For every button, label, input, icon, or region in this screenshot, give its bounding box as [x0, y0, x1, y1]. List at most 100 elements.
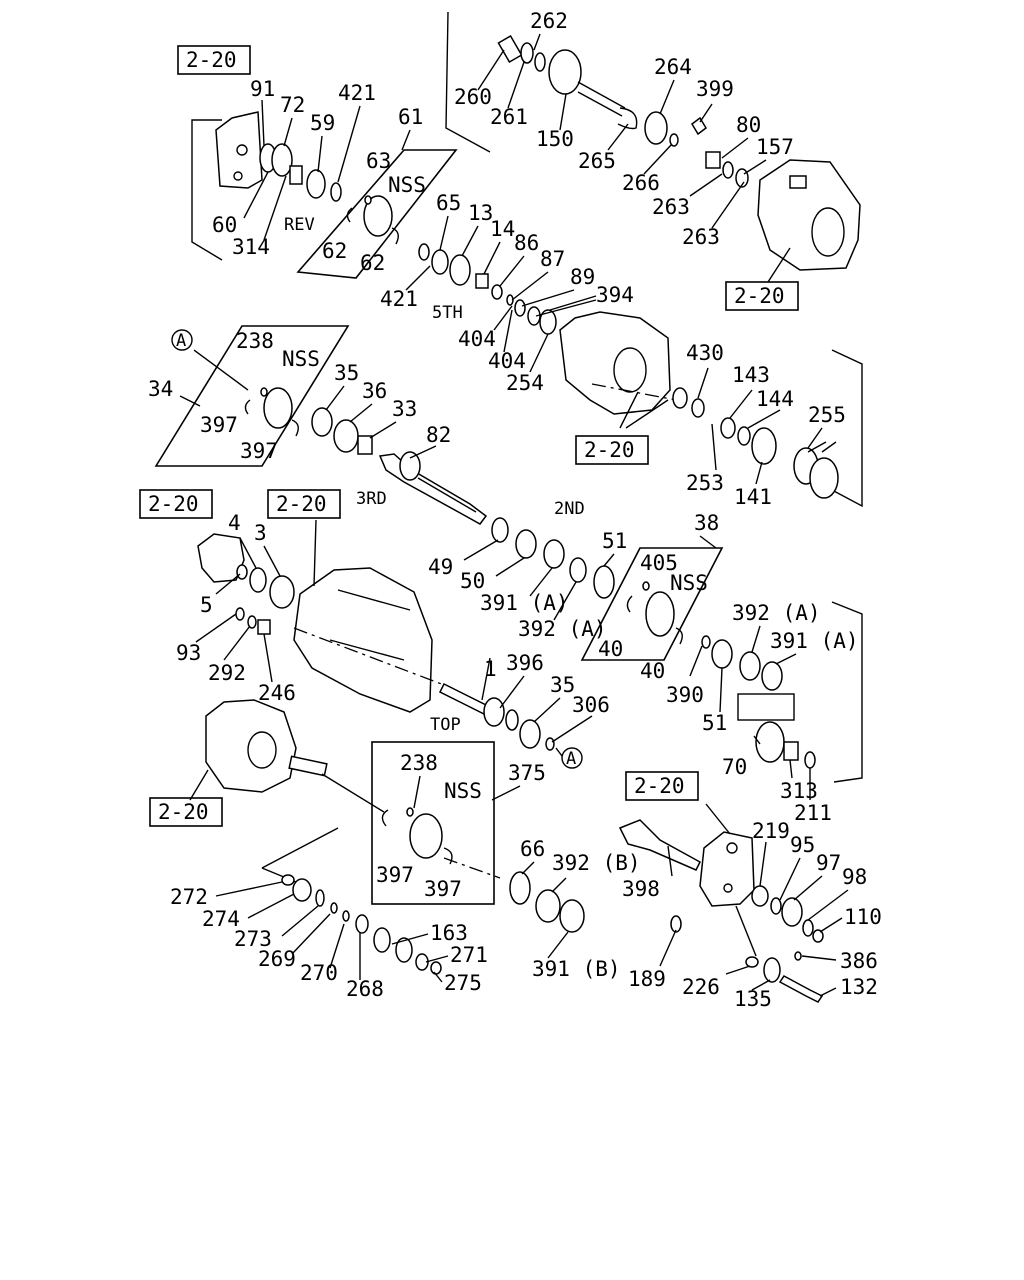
callout: 63	[366, 149, 391, 173]
ref-box: 2-20	[177, 45, 251, 75]
callout: 110	[844, 905, 882, 929]
text-label: 2ND	[554, 499, 585, 519]
callout: 135	[734, 987, 772, 1011]
callout: 399	[696, 77, 734, 101]
top-gear-group	[438, 682, 563, 757]
callout: 270	[300, 961, 338, 985]
callout: 14	[490, 217, 515, 241]
callout: 392 (B)	[552, 851, 641, 875]
ref-box: 2-20	[725, 281, 799, 311]
callout: 262	[530, 9, 568, 33]
callout: 268	[346, 977, 384, 1001]
callout: 392 (A)	[732, 601, 821, 625]
callout: 264	[654, 55, 692, 79]
top-shaft-group	[445, 11, 861, 283]
callout: 59	[310, 111, 335, 135]
callout: 404	[488, 349, 526, 373]
callout: 62	[360, 251, 385, 275]
callout: 274	[202, 907, 240, 931]
callout: 246	[258, 681, 296, 705]
callout: 421	[338, 81, 376, 105]
callout: 386	[840, 949, 878, 973]
circle-marker-label: A	[566, 749, 576, 769]
callout: 397	[424, 877, 462, 901]
callout: 35	[334, 361, 359, 385]
callout: 87	[540, 247, 565, 271]
top-left-group	[191, 111, 458, 279]
callouts: 262 260 261 150 264 399 265 80 266 157 2…	[148, 9, 882, 1011]
ref-box: 2-20	[139, 489, 213, 519]
ref-box-label: 2-20	[734, 284, 785, 308]
circle-marker: A	[561, 747, 583, 769]
bottom-right-group	[618, 803, 824, 1003]
callout: 62	[322, 239, 347, 263]
nss-label: NSS	[670, 571, 708, 595]
callout: 430	[686, 341, 724, 365]
callout: 272	[170, 885, 208, 909]
callout: 36	[362, 379, 387, 403]
callout: 34	[148, 377, 173, 401]
callout: 263	[652, 195, 690, 219]
callout: 95	[790, 833, 815, 857]
callout: 238	[400, 751, 438, 775]
callout: 4	[228, 511, 241, 535]
synchro-box-34	[154, 325, 350, 467]
callout: 143	[732, 363, 770, 387]
ref-box-label: 2-20	[584, 438, 635, 462]
bottom-left-group	[189, 699, 442, 975]
callout: 150	[536, 127, 574, 151]
synchro-box-375	[371, 741, 585, 933]
callout: 93	[176, 641, 201, 665]
callout: 273	[234, 927, 272, 951]
nss-label: NSS	[388, 173, 426, 197]
callout: 391 (A)	[480, 591, 569, 615]
callout: 313	[780, 779, 818, 803]
fifth-gear-group	[418, 243, 705, 429]
callout: 86	[514, 231, 539, 255]
callout: 3	[254, 521, 267, 545]
callout: 219	[752, 819, 790, 843]
callout: 89	[570, 265, 595, 289]
middle-left-group	[197, 519, 453, 713]
callout: 91	[250, 77, 275, 101]
callout: 265	[578, 149, 616, 173]
text-label: TOP	[430, 715, 461, 735]
callout: 405	[640, 551, 678, 575]
callout: 66	[520, 837, 545, 861]
callout: 260	[454, 85, 492, 109]
callout: 144	[756, 387, 794, 411]
callout: 397	[200, 413, 238, 437]
callout: 269	[258, 947, 296, 971]
callout: 292	[208, 661, 246, 685]
callout: 98	[842, 865, 867, 889]
circle-marker: A	[171, 329, 193, 351]
callout: 390	[666, 683, 704, 707]
callout: 97	[816, 851, 841, 875]
ref-box-label: 2-20	[634, 774, 685, 798]
callout: 306	[572, 693, 610, 717]
callout: 255	[808, 403, 846, 427]
callout: 275	[444, 971, 482, 995]
callout: 238	[236, 329, 274, 353]
ref-box: 2-20	[575, 435, 649, 465]
ref-box-label: 2-20	[276, 492, 327, 516]
callout: 404	[458, 327, 496, 351]
callout: 421	[380, 287, 418, 311]
callout: 61	[398, 105, 423, 129]
callout: 391 (A)	[770, 629, 859, 653]
callout: 38	[694, 511, 719, 535]
callout: 396	[506, 651, 544, 675]
callout: 253	[686, 471, 724, 495]
callout: 51	[602, 529, 627, 553]
callout: 226	[682, 975, 720, 999]
callout: 5	[200, 593, 213, 617]
callout: 35	[550, 673, 575, 697]
callout: 82	[426, 423, 451, 447]
circle-marker-label: A	[176, 331, 186, 351]
callout: 211	[794, 801, 832, 825]
ref-box-label: 2-20	[186, 48, 237, 72]
callout: 398	[622, 877, 660, 901]
callout: 49	[428, 555, 453, 579]
callout: 33	[392, 397, 417, 421]
